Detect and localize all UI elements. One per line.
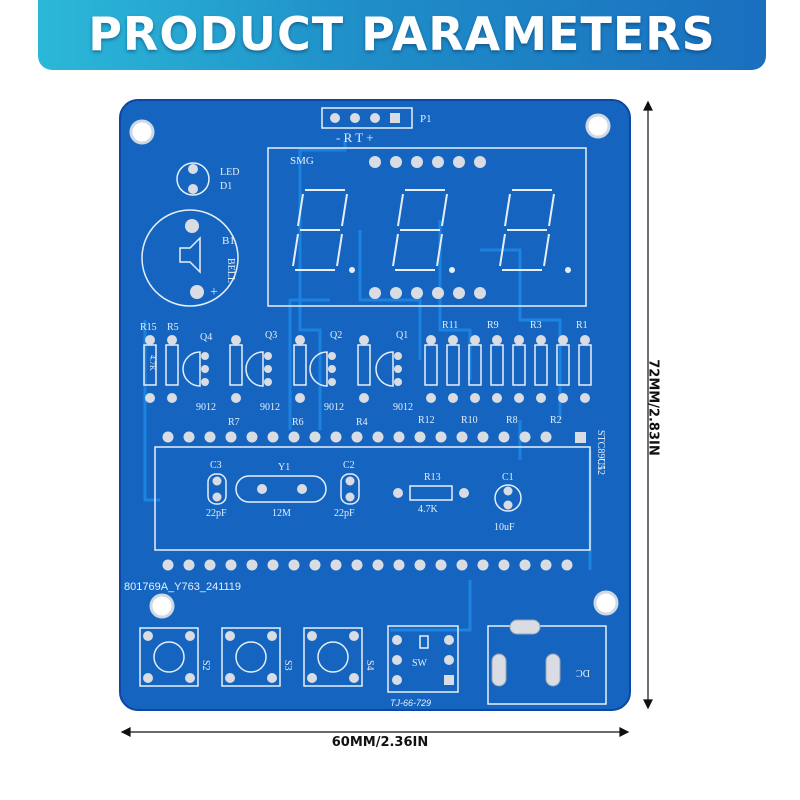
power-switch-code: TJ-66-729	[390, 698, 431, 708]
c1-ref: C1	[502, 472, 514, 483]
c3-ref: C3	[210, 460, 222, 471]
transistor-ref-q2: Q2	[330, 330, 342, 341]
width-dimension-label: 60MM/2.36IN	[331, 735, 429, 750]
resistor-ref-r15: R15	[140, 322, 157, 333]
caps-c3-c2	[207, 473, 360, 505]
buzzer-text: BELL	[225, 258, 236, 283]
power-switch-label: SW	[412, 658, 428, 669]
height-dimension-label: 72MM/2.83IN	[645, 359, 661, 456]
buzzer-ref: B1	[222, 235, 235, 247]
height-dimension-arrow	[643, 100, 653, 710]
c1-value: 10uF	[494, 522, 515, 533]
resistor-ref-r3: R3	[530, 320, 542, 331]
resistor-ref-r5: R5	[167, 322, 179, 333]
display-pads-top	[369, 156, 486, 168]
r13-value: 4.7K	[418, 504, 439, 515]
resistor-ref-r12: R12	[418, 415, 435, 426]
resistor-value-label: 4.7K	[148, 355, 157, 371]
seven-segment-digits	[292, 189, 555, 271]
resistor-ref-r6: R6	[292, 417, 304, 428]
mcu-outline	[154, 446, 591, 551]
mcu-ref: U1	[595, 458, 606, 470]
crystal-outline	[235, 475, 327, 503]
resistor-ref-r9: R9	[487, 320, 499, 331]
led-label: LED	[220, 167, 239, 178]
switch-ref-s2: S2	[200, 660, 211, 671]
mcu-pads-top	[162, 431, 586, 443]
transistor-model-q3: 9012	[260, 402, 280, 413]
header-pins-label: - R T +	[336, 130, 374, 145]
transistor-pads	[201, 352, 402, 386]
c2-value: 22pF	[334, 508, 355, 519]
banner-title: PRODUCT PARAMETERS	[88, 7, 716, 61]
r13-ref: R13	[424, 472, 441, 483]
resistor-ref-r4: R4	[356, 417, 368, 428]
buzzer-plus: +	[210, 285, 218, 300]
dc-jack-pads	[491, 619, 561, 687]
transistor-model-q2: 9012	[324, 402, 344, 413]
resistor-ref-r7: R7	[228, 417, 240, 428]
dc-jack-outline	[487, 625, 607, 705]
mcu-label: STC89C52	[595, 430, 606, 475]
c3-value: 22pF	[206, 508, 227, 519]
led-ref: D1	[220, 181, 232, 192]
display-label: SMG	[290, 155, 314, 167]
board-code: 801769A_Y763_241119	[124, 581, 241, 593]
resistor-ref-r10: R10	[461, 415, 478, 426]
c2-ref: C2	[343, 460, 355, 471]
display-outline	[267, 147, 587, 307]
push-button-pads	[143, 631, 359, 683]
transistor-model-q4: 9012	[196, 402, 216, 413]
resistor-pads	[145, 335, 590, 403]
title-banner: PRODUCT PARAMETERS	[38, 0, 766, 70]
switch-ref-s4: S4	[364, 660, 375, 671]
resistor-ref-r8: R8	[506, 415, 518, 426]
power-switch-outline	[387, 625, 459, 693]
switch-ref-s3: S3	[282, 660, 293, 671]
transistor-ref-q1: Q1	[396, 330, 408, 341]
mcu-pads-bottom	[162, 559, 573, 571]
crystal-ref: Y1	[278, 462, 290, 473]
header-label: P1	[420, 113, 432, 125]
resistor-ref-r11: R11	[442, 320, 458, 331]
transistor-ref-q3: Q3	[265, 330, 277, 341]
mounting-holes	[129, 113, 619, 619]
push-buttons	[139, 627, 363, 687]
width-dimension-arrow	[120, 727, 630, 737]
crystal-value: 12M	[272, 508, 291, 519]
dc-label: DC	[576, 667, 590, 678]
resistor-ref-r2: R2	[550, 415, 562, 426]
transistor-ref-q4: Q4	[200, 332, 212, 343]
header-p1-pins	[330, 113, 400, 123]
display-pads-bottom	[369, 287, 486, 299]
transistors	[182, 351, 394, 387]
resistor-ref-r1: R1	[576, 320, 588, 331]
transistor-model-q1: 9012	[393, 402, 413, 413]
